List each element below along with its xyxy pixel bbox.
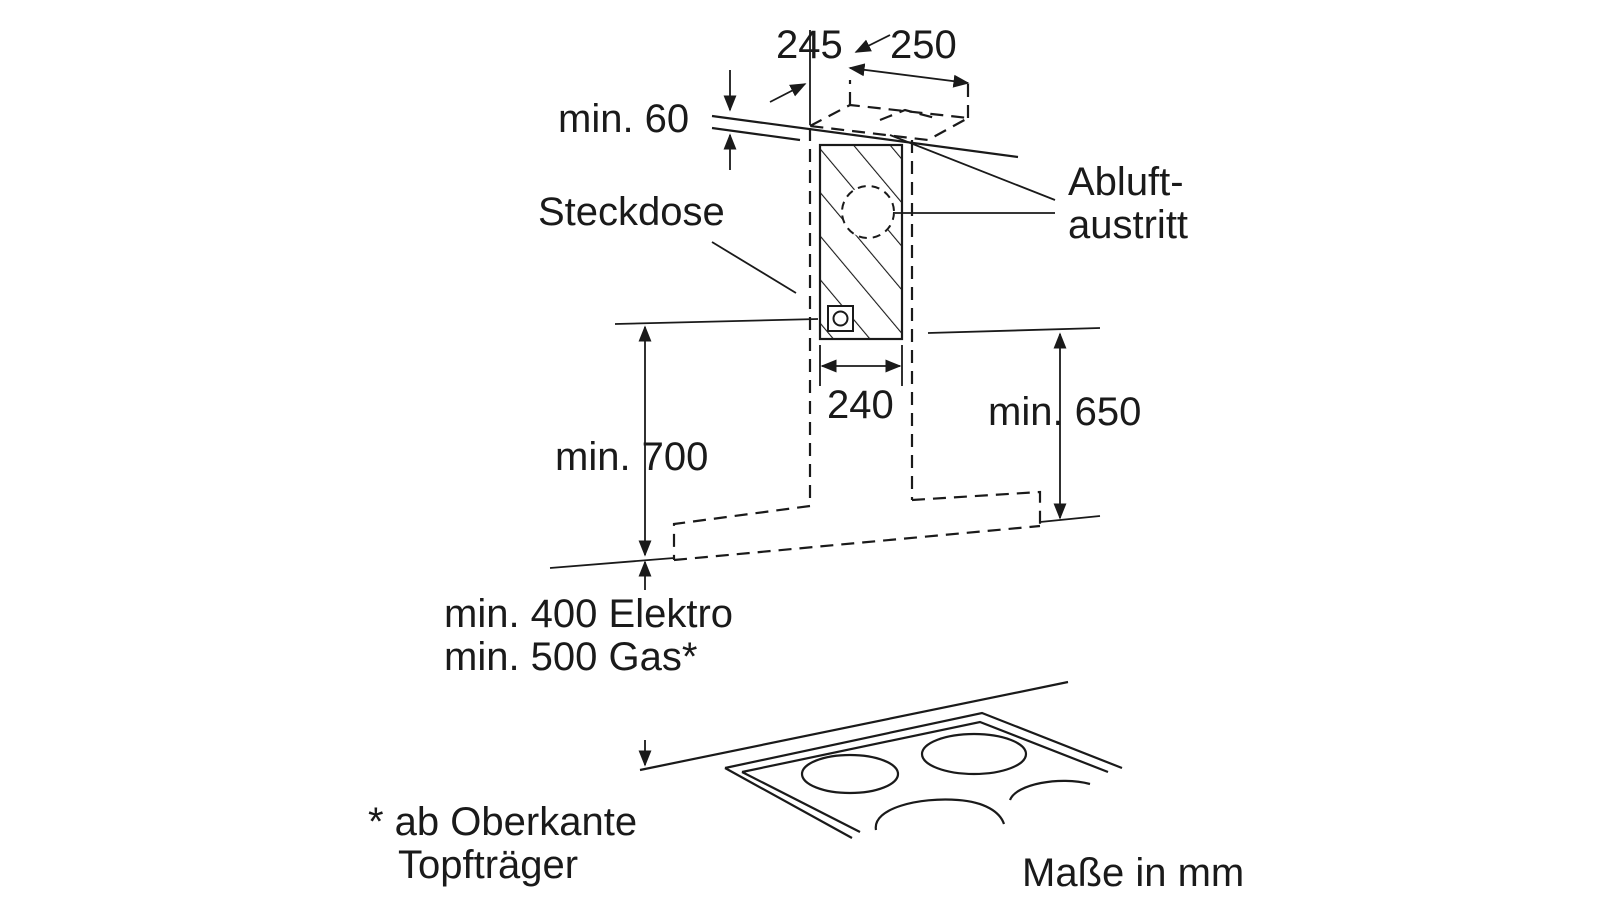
- exhaust-opening-icon: [841, 185, 895, 239]
- burner-icon: [920, 732, 1028, 776]
- min-700-label: min. 700: [555, 435, 708, 479]
- min-650-label: min. 650: [988, 390, 1141, 434]
- units-label: Maße in mm: [1022, 851, 1244, 895]
- abluft-leader-1: [889, 134, 1056, 201]
- dim-250-label: 250: [890, 23, 957, 67]
- dim-250: [848, 63, 970, 88]
- upper-ref-line: [927, 327, 1101, 334]
- hood-outline: [672, 490, 1042, 562]
- ceiling-line: [711, 114, 1019, 159]
- ceiling-line-lower: [711, 126, 801, 142]
- footnote-line2: Topfträger: [398, 843, 578, 887]
- abluft-label-line1: Abluft-: [1068, 160, 1184, 204]
- dim-245: [769, 30, 891, 125]
- hood-bottom-line-left: [549, 557, 675, 569]
- socket-icon: [827, 305, 854, 332]
- burner-icon: [1008, 779, 1091, 801]
- cooktop-top-line: [639, 680, 1069, 772]
- hood-bottom-line: [1039, 515, 1101, 523]
- chimney-top-outline: [806, 80, 972, 142]
- dim-240: [819, 345, 903, 386]
- min-60-label: min. 60: [558, 97, 689, 141]
- burner-icon: [874, 798, 1006, 831]
- steckdose-leader: [711, 241, 797, 294]
- min-500-label: min. 500 Gas*: [444, 635, 697, 679]
- dim-240-label: 240: [827, 383, 894, 427]
- footnote-line1: * ab Oberkante: [368, 800, 637, 844]
- socket-height-line: [614, 318, 819, 325]
- min-400-label: min. 400 Elektro: [444, 592, 733, 636]
- steckdose-label: Steckdose: [538, 190, 725, 234]
- cooktop: [724, 711, 1123, 839]
- dim-245-label: 245: [776, 23, 843, 67]
- chimney-outline: [808, 128, 914, 506]
- abluft-label-line2: austritt: [1068, 203, 1188, 247]
- burner-icon: [800, 753, 900, 795]
- hatched-niche: [818, 143, 904, 341]
